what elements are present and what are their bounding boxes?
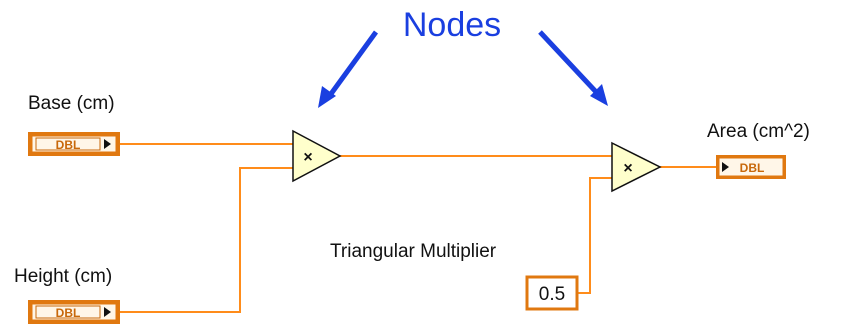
area-terminal[interactable]: DBL	[716, 155, 786, 179]
base-label: Base (cm)	[28, 93, 115, 114]
multiply-node-1[interactable]: ×	[292, 129, 342, 183]
multiply-icon: ×	[623, 160, 632, 177]
base-terminal[interactable]: DBL	[28, 132, 120, 156]
annotation-arrow-right	[538, 30, 608, 106]
height-label: Height (cm)	[14, 266, 112, 287]
multiplier-constant[interactable]: 0.5	[525, 275, 579, 311]
input-arrow-icon	[722, 162, 729, 172]
area-type: DBL	[740, 161, 765, 175]
wires	[120, 143, 716, 313]
output-arrow-icon	[104, 307, 111, 317]
multiplier-value: 0.5	[539, 284, 565, 305]
multiplier-label: Triangular Multiplier	[330, 241, 497, 262]
area-label: Area (cm^2)	[707, 121, 810, 142]
wire-height-to-multiply1	[120, 167, 293, 313]
annotation-arrow-left	[318, 30, 379, 108]
nodes-title: Nodes	[403, 6, 501, 44]
height-type: DBL	[56, 306, 81, 320]
multiply-node-2[interactable]: ×	[611, 141, 662, 193]
multiply-icon: ×	[303, 149, 312, 166]
height-terminal[interactable]: DBL	[28, 300, 120, 324]
output-arrow-icon	[104, 139, 111, 149]
base-type: DBL	[56, 138, 81, 152]
wire-multiplier-to-multiply2	[578, 177, 612, 294]
